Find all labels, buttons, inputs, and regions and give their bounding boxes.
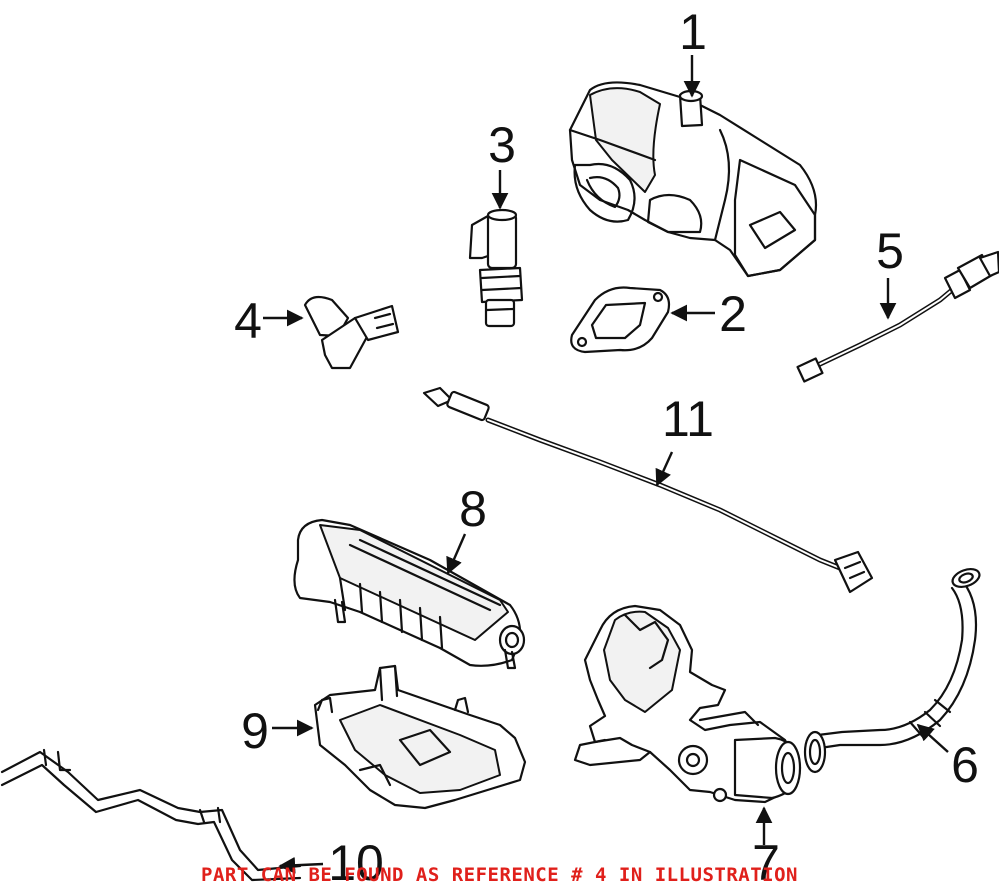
part-3-sensor[interactable]: [468, 208, 524, 328]
callout-2: 2: [670, 286, 747, 342]
part-11-sensor[interactable]: [422, 386, 874, 594]
svg-text:5: 5: [876, 223, 904, 279]
callout-5: 5: [876, 223, 904, 320]
part-5-oxygen-sensor[interactable]: [796, 250, 999, 383]
callout-8: 8: [446, 481, 487, 575]
part-10-bracket[interactable]: [0, 748, 302, 882]
callout-7: 7: [752, 806, 780, 891]
reference-note: PART CAN BE FOUND AS REFERENCE # 4 IN IL…: [201, 864, 798, 886]
svg-text:9: 9: [241, 703, 269, 759]
svg-text:10: 10: [328, 835, 384, 891]
svg-text:1: 1: [679, 4, 707, 60]
part-1-egr-valve[interactable]: [568, 81, 818, 278]
part-2-gasket[interactable]: [570, 286, 671, 354]
part-9-cooler-bracket[interactable]: [313, 664, 527, 810]
callout-6: 6: [916, 723, 979, 793]
callout-10: 10: [278, 835, 384, 891]
callout-4: 4: [234, 293, 304, 349]
callout-11: 11: [655, 391, 714, 487]
svg-text:6: 6: [951, 737, 979, 793]
callout-3: 3: [488, 117, 516, 210]
svg-text:7: 7: [752, 835, 780, 891]
part-6-egr-pipe[interactable]: [803, 566, 982, 774]
part-8-egr-cooler[interactable]: [293, 518, 526, 670]
svg-text:3: 3: [488, 117, 516, 173]
part-4-sensor[interactable]: [303, 295, 400, 370]
part-7-egr-assembly[interactable]: [573, 604, 802, 804]
callout-9: 9: [241, 703, 314, 759]
svg-text:4: 4: [234, 293, 262, 349]
callout-1: 1: [679, 4, 707, 98]
svg-text:8: 8: [459, 481, 487, 537]
svg-text:11: 11: [662, 391, 714, 447]
svg-text:2: 2: [719, 286, 747, 342]
